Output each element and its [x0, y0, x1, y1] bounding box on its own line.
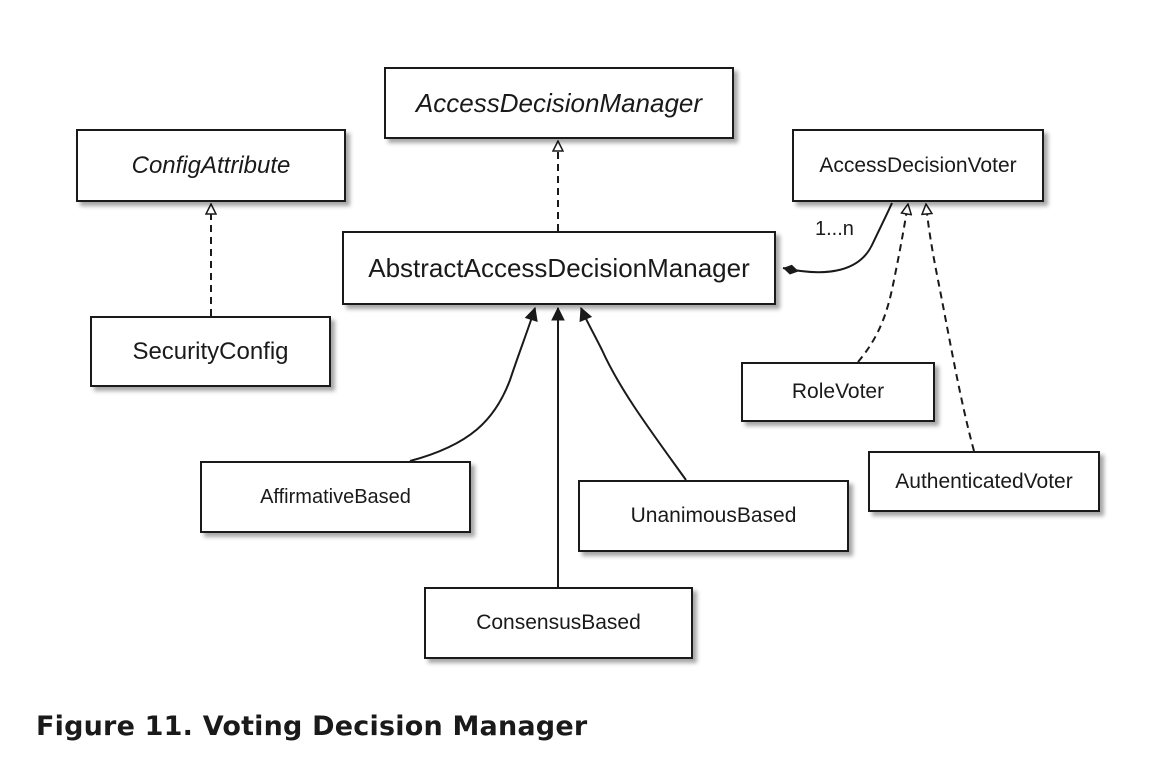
class-name: UnanimousBased	[630, 504, 797, 527]
class-name: AccessDecisionManager	[415, 87, 703, 118]
generalization-ab-to-aadm	[409, 308, 535, 462]
class-name: AffirmativeBased	[260, 485, 411, 508]
class-abstract-access-decision-manager: AbstractAccessDecisionManager	[342, 231, 776, 305]
generalization-ub-to-aadm	[581, 308, 687, 481]
class-authenticated-voter: AuthenticatedVoter	[868, 451, 1100, 512]
realization-av-to-adv	[926, 204, 975, 452]
diagram-connectors	[0, 0, 975, 587]
class-unanimous-based: UnanimousBased	[578, 480, 849, 552]
class-access-decision-voter: AccessDecisionVoter	[792, 129, 1044, 202]
class-name: RoleVoter	[791, 380, 885, 403]
class-affirmative-based: AffirmativeBased	[200, 461, 471, 533]
figure-caption: Figure 11. Voting Decision Manager	[36, 711, 588, 742]
uml-class-diagram: AccessDecisionManager ConfigAttribute Ac…	[0, 0, 1100, 659]
class-config-attribute: ConfigAttribute	[76, 129, 346, 202]
class-name: SecurityConfig	[132, 337, 289, 365]
class-name: ConfigAttribute	[131, 151, 291, 179]
multiplicity-label: 1...n	[815, 218, 854, 240]
class-access-decision-manager: AccessDecisionManager	[384, 67, 734, 139]
class-role-voter: RoleVoter	[741, 362, 935, 422]
realization-rv-to-adv	[857, 204, 908, 363]
class-consensus-based: ConsensusBased	[424, 587, 693, 659]
class-name: AuthenticatedVoter	[895, 469, 1073, 493]
class-name: AbstractAccessDecisionManager	[368, 252, 750, 283]
class-security-config: SecurityConfig	[90, 316, 331, 387]
class-name: AccessDecisionVoter	[819, 153, 1017, 177]
composition-aadm-to-adv	[782, 202, 893, 275]
class-name: ConsensusBased	[476, 611, 641, 634]
